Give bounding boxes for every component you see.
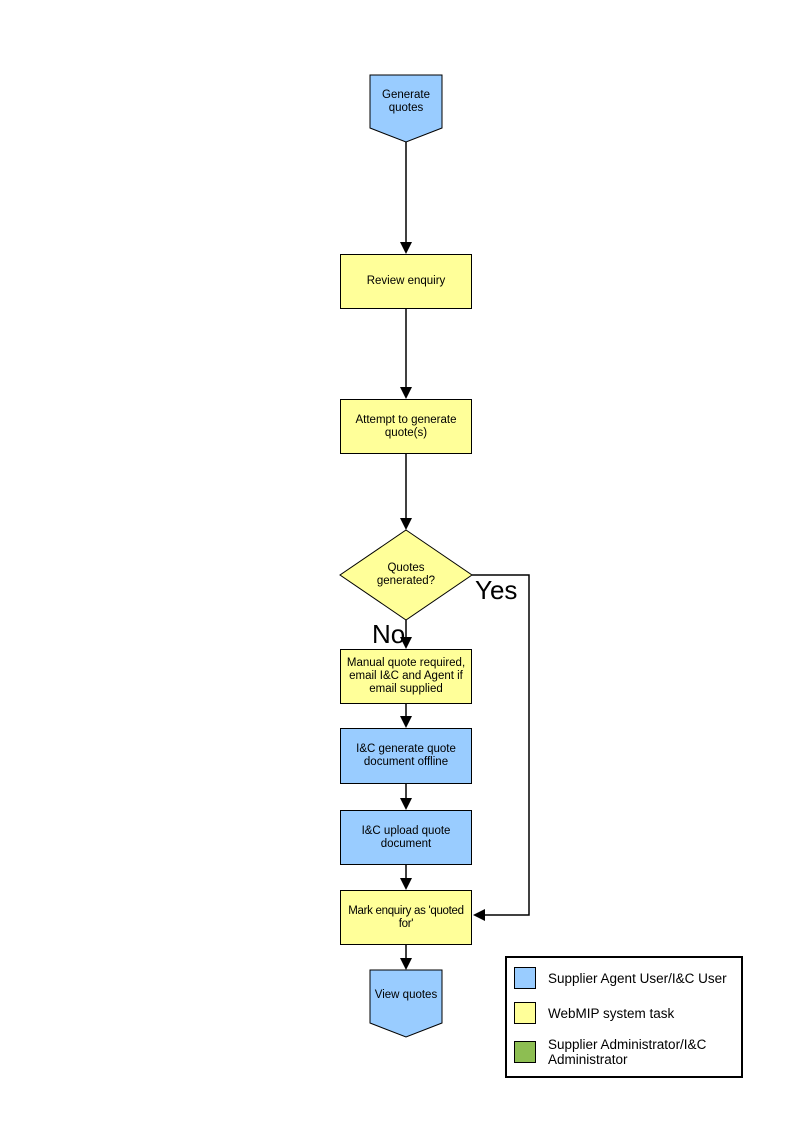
legend-label-agent-user: Supplier Agent User/I&C User: [548, 970, 727, 986]
decision-label: Quotes generated?: [340, 553, 472, 597]
legend-row-administrator: Supplier Administrator/I&C Administrator: [514, 1037, 741, 1067]
arrowhead-mark-end: [400, 958, 412, 970]
arrowhead-review-attempt: [400, 387, 412, 399]
arrowhead-start-review: [400, 242, 412, 254]
decision-label-text: Quotes generated?: [376, 562, 436, 587]
arrowhead-icgen-icupload: [400, 798, 412, 810]
legend-row-system-task: WebMIP system task: [514, 1002, 741, 1024]
process-ic-upload: I&C upload quote document: [340, 810, 472, 865]
arrowhead-icupload-mark: [400, 878, 412, 890]
process-mark-quoted: Mark enquiry as 'quoted for': [340, 890, 472, 945]
connector-yes-branch: [472, 574, 530, 916]
end-terminator-shape: [369, 969, 443, 1038]
start-terminator-shape: [369, 74, 443, 143]
arrowhead-yes-branch: [473, 909, 485, 921]
legend-swatch-system-task: [514, 1002, 536, 1024]
process-review-enquiry: Review enquiry: [340, 254, 472, 309]
legend-swatch-administrator: [514, 1041, 536, 1063]
start-terminator-label: Generate quotes: [382, 89, 430, 114]
legend-swatch-agent-user: [514, 967, 536, 989]
end-terminator-label: View quotes: [374, 988, 438, 1001]
no-branch-label: No: [372, 619, 406, 649]
legend-label-system-task: WebMIP system task: [548, 1005, 675, 1021]
process-ic-generate-offline: I&C generate quote document offline: [340, 728, 472, 784]
process-attempt-generate: Attempt to generate quote(s): [340, 399, 472, 454]
legend-row-agent-user: Supplier Agent User/I&C User: [514, 967, 741, 989]
yes-branch-label: Yes: [475, 575, 518, 605]
arrowhead-decision-manual: [400, 637, 412, 649]
legend-label-administrator: Supplier Administrator/I&C Administrator: [548, 1037, 707, 1067]
legend-box: Supplier Agent User/I&C User WebMIP syst…: [505, 956, 743, 1078]
arrowhead-attempt-decision: [400, 518, 412, 530]
arrowhead-manual-icgen: [400, 716, 412, 728]
process-manual-quote: Manual quote required, email I&C and Age…: [340, 649, 472, 704]
